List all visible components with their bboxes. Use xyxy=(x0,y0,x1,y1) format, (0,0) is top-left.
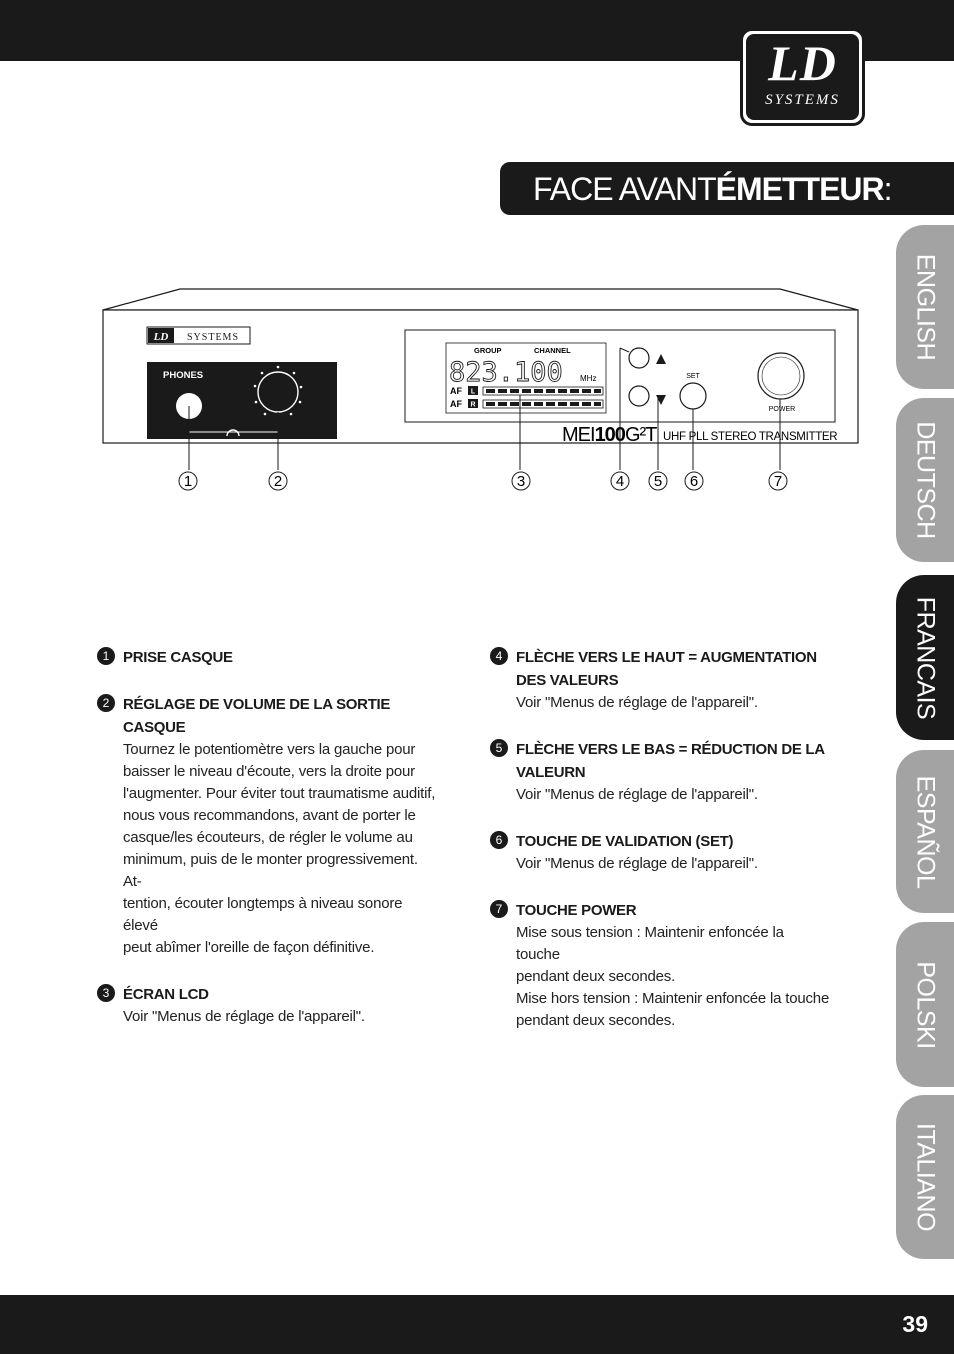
footer-bar: 39 xyxy=(0,1295,954,1354)
logo-ld-text: LD xyxy=(768,35,837,91)
power-button-ring xyxy=(761,356,801,396)
callout-5: 5 xyxy=(654,473,662,490)
page-title: FACE AVANTÉMETTEUR: xyxy=(533,171,893,207)
title-light-part: FACE AVANT xyxy=(533,171,717,207)
lcd-channel-label: CHANNEL xyxy=(534,346,571,355)
item-number-badge: 1 xyxy=(97,647,115,665)
callout-2: 2 xyxy=(274,473,282,490)
model-name: MEI100G²T xyxy=(562,424,657,446)
callout-7: 7 xyxy=(774,473,782,490)
language-tab-label: FRANCAIS xyxy=(911,596,940,719)
volume-knob-icon xyxy=(257,371,299,413)
language-tab-deutsch[interactable]: DEUTSCH xyxy=(896,398,954,562)
af-meter-left xyxy=(482,386,604,396)
description-item: 1 PRISE CASQUE xyxy=(97,646,437,669)
up-arrow-icon xyxy=(656,354,666,364)
item-number-badge: 5 xyxy=(490,739,508,757)
item-body: Mise sous tension : Maintenir enfoncée l… xyxy=(516,924,830,1029)
set-button xyxy=(679,382,707,410)
brand-ld-block xyxy=(148,328,174,343)
logo-systems-text: SYSTEMS xyxy=(765,92,840,108)
callout-6: 6 xyxy=(690,473,698,490)
model-prefix: MEI xyxy=(562,424,595,446)
callout-3: 3 xyxy=(517,473,525,490)
item-number-badge: 7 xyxy=(490,900,508,918)
headphone-symbol-icon xyxy=(226,429,240,437)
item-body: Tournez le potentiomètre vers la gauche … xyxy=(123,741,436,956)
callout-leaders xyxy=(188,347,781,470)
item-number-badge: 4 xyxy=(490,647,508,665)
item-body: Voir "Menus de réglage de l'appareil". xyxy=(516,855,758,872)
title-bold-part: ÉMETTEUR xyxy=(715,171,885,207)
transmitter-front-panel-illustration: LD SYSTEMS PHONES GROUP CHANNEL 823.100 … xyxy=(102,288,859,491)
item-title: FLÈCHE VERS LE HAUT = AUGMENTATION DES V… xyxy=(516,649,817,689)
language-tab-italiano[interactable]: ITALIANO xyxy=(896,1095,954,1259)
language-tab-label: ESPAÑOL xyxy=(911,775,940,888)
item-title: FLÈCHE VERS LE BAS = RÉDUCTION DE LA VAL… xyxy=(516,741,825,781)
af-meter-right xyxy=(482,399,604,409)
item-number-badge: 2 xyxy=(97,694,115,712)
af-meter-segments xyxy=(486,389,601,406)
power-button xyxy=(757,352,805,400)
item-body: Voir "Menus de réglage de l'appareil". xyxy=(123,1008,365,1025)
item-title: RÉGLAGE DE VOLUME DE LA SORTIE CASQUE xyxy=(123,696,391,736)
item-number-badge: 3 xyxy=(97,984,115,1002)
callout-1: 1 xyxy=(184,473,192,490)
chassis-top xyxy=(102,288,859,311)
language-tab-english[interactable]: ENGLISH xyxy=(896,225,954,389)
section-title-banner: FACE AVANTÉMETTEUR: xyxy=(500,162,954,215)
lcd-l-label: L xyxy=(471,389,476,396)
language-tab-polski[interactable]: POLSKI xyxy=(896,922,954,1087)
item-title: TOUCHE POWER xyxy=(516,902,637,919)
item-title: PRISE CASQUE xyxy=(123,649,233,666)
lcd-af-right-label: AF xyxy=(450,399,462,409)
knob-scale-dots xyxy=(253,365,303,416)
title-suffix: : xyxy=(883,171,893,207)
description-item: 3 ÉCRAN LCD Voir "Menus de réglage de l'… xyxy=(97,983,437,1028)
model-suffix: G²T xyxy=(625,424,657,446)
lcd-unit: MHz xyxy=(580,374,596,383)
item-body: Voir "Menus de réglage de l'appareil". xyxy=(516,786,758,803)
description-item: 2 RÉGLAGE DE VOLUME DE LA SORTIE CASQUE … xyxy=(97,693,437,959)
description-column-right: 4 FLÈCHE VERS LE HAUT = AUGMENTATION DES… xyxy=(490,646,830,1056)
set-label: SET xyxy=(686,373,700,380)
language-tab-label: ITALIANO xyxy=(911,1122,940,1232)
language-tab-francais[interactable]: FRANCAIS xyxy=(896,575,954,740)
phones-label: PHONES xyxy=(163,370,203,381)
description-item: 4 FLÈCHE VERS LE HAUT = AUGMENTATION DES… xyxy=(490,646,830,714)
power-label: POWER xyxy=(769,406,795,413)
callout-markers: 1 2 3 4 5 6 7 xyxy=(178,471,788,491)
lcd-frequency: 823.100 xyxy=(449,357,563,388)
item-number-badge: 6 xyxy=(490,831,508,849)
description-item: 7 TOUCHE POWER Mise sous tension : Maint… xyxy=(490,899,830,1032)
model-number: 100 xyxy=(595,424,626,446)
item-title: TOUCHE DE VALIDATION (SET) xyxy=(516,833,734,850)
language-tab-espanol[interactable]: ESPAÑOL xyxy=(896,750,954,913)
description-item: 6 TOUCHE DE VALIDATION (SET) Voir "Menus… xyxy=(490,830,830,875)
lcd-r-label: R xyxy=(470,402,475,409)
lcd-r-box xyxy=(468,399,478,408)
ld-systems-logo: LD SYSTEMS xyxy=(740,28,865,126)
brand-ld-text: LD xyxy=(153,331,169,343)
lcd-group-label: GROUP xyxy=(474,346,502,355)
up-arrow-button xyxy=(628,347,650,369)
language-tab-label: POLSKI xyxy=(911,960,940,1049)
brand-systems-text: SYSTEMS xyxy=(187,332,239,343)
model-description: UHF PLL STEREO TRANSMITTER xyxy=(663,431,837,443)
page-number: 39 xyxy=(902,1311,928,1337)
callout-4: 4 xyxy=(616,473,624,490)
lcd-af-left-label: AF xyxy=(450,386,462,396)
description-item: 5 FLÈCHE VERS LE BAS = RÉDUCTION DE LA V… xyxy=(490,738,830,806)
item-body: Voir "Menus de réglage de l'appareil". xyxy=(516,694,758,711)
description-column-left: 1 PRISE CASQUE 2 RÉGLAGE DE VOLUME DE LA… xyxy=(97,646,437,1052)
item-title: ÉCRAN LCD xyxy=(123,986,209,1003)
lcd-l-box xyxy=(468,386,478,395)
down-arrow-button xyxy=(628,385,650,407)
